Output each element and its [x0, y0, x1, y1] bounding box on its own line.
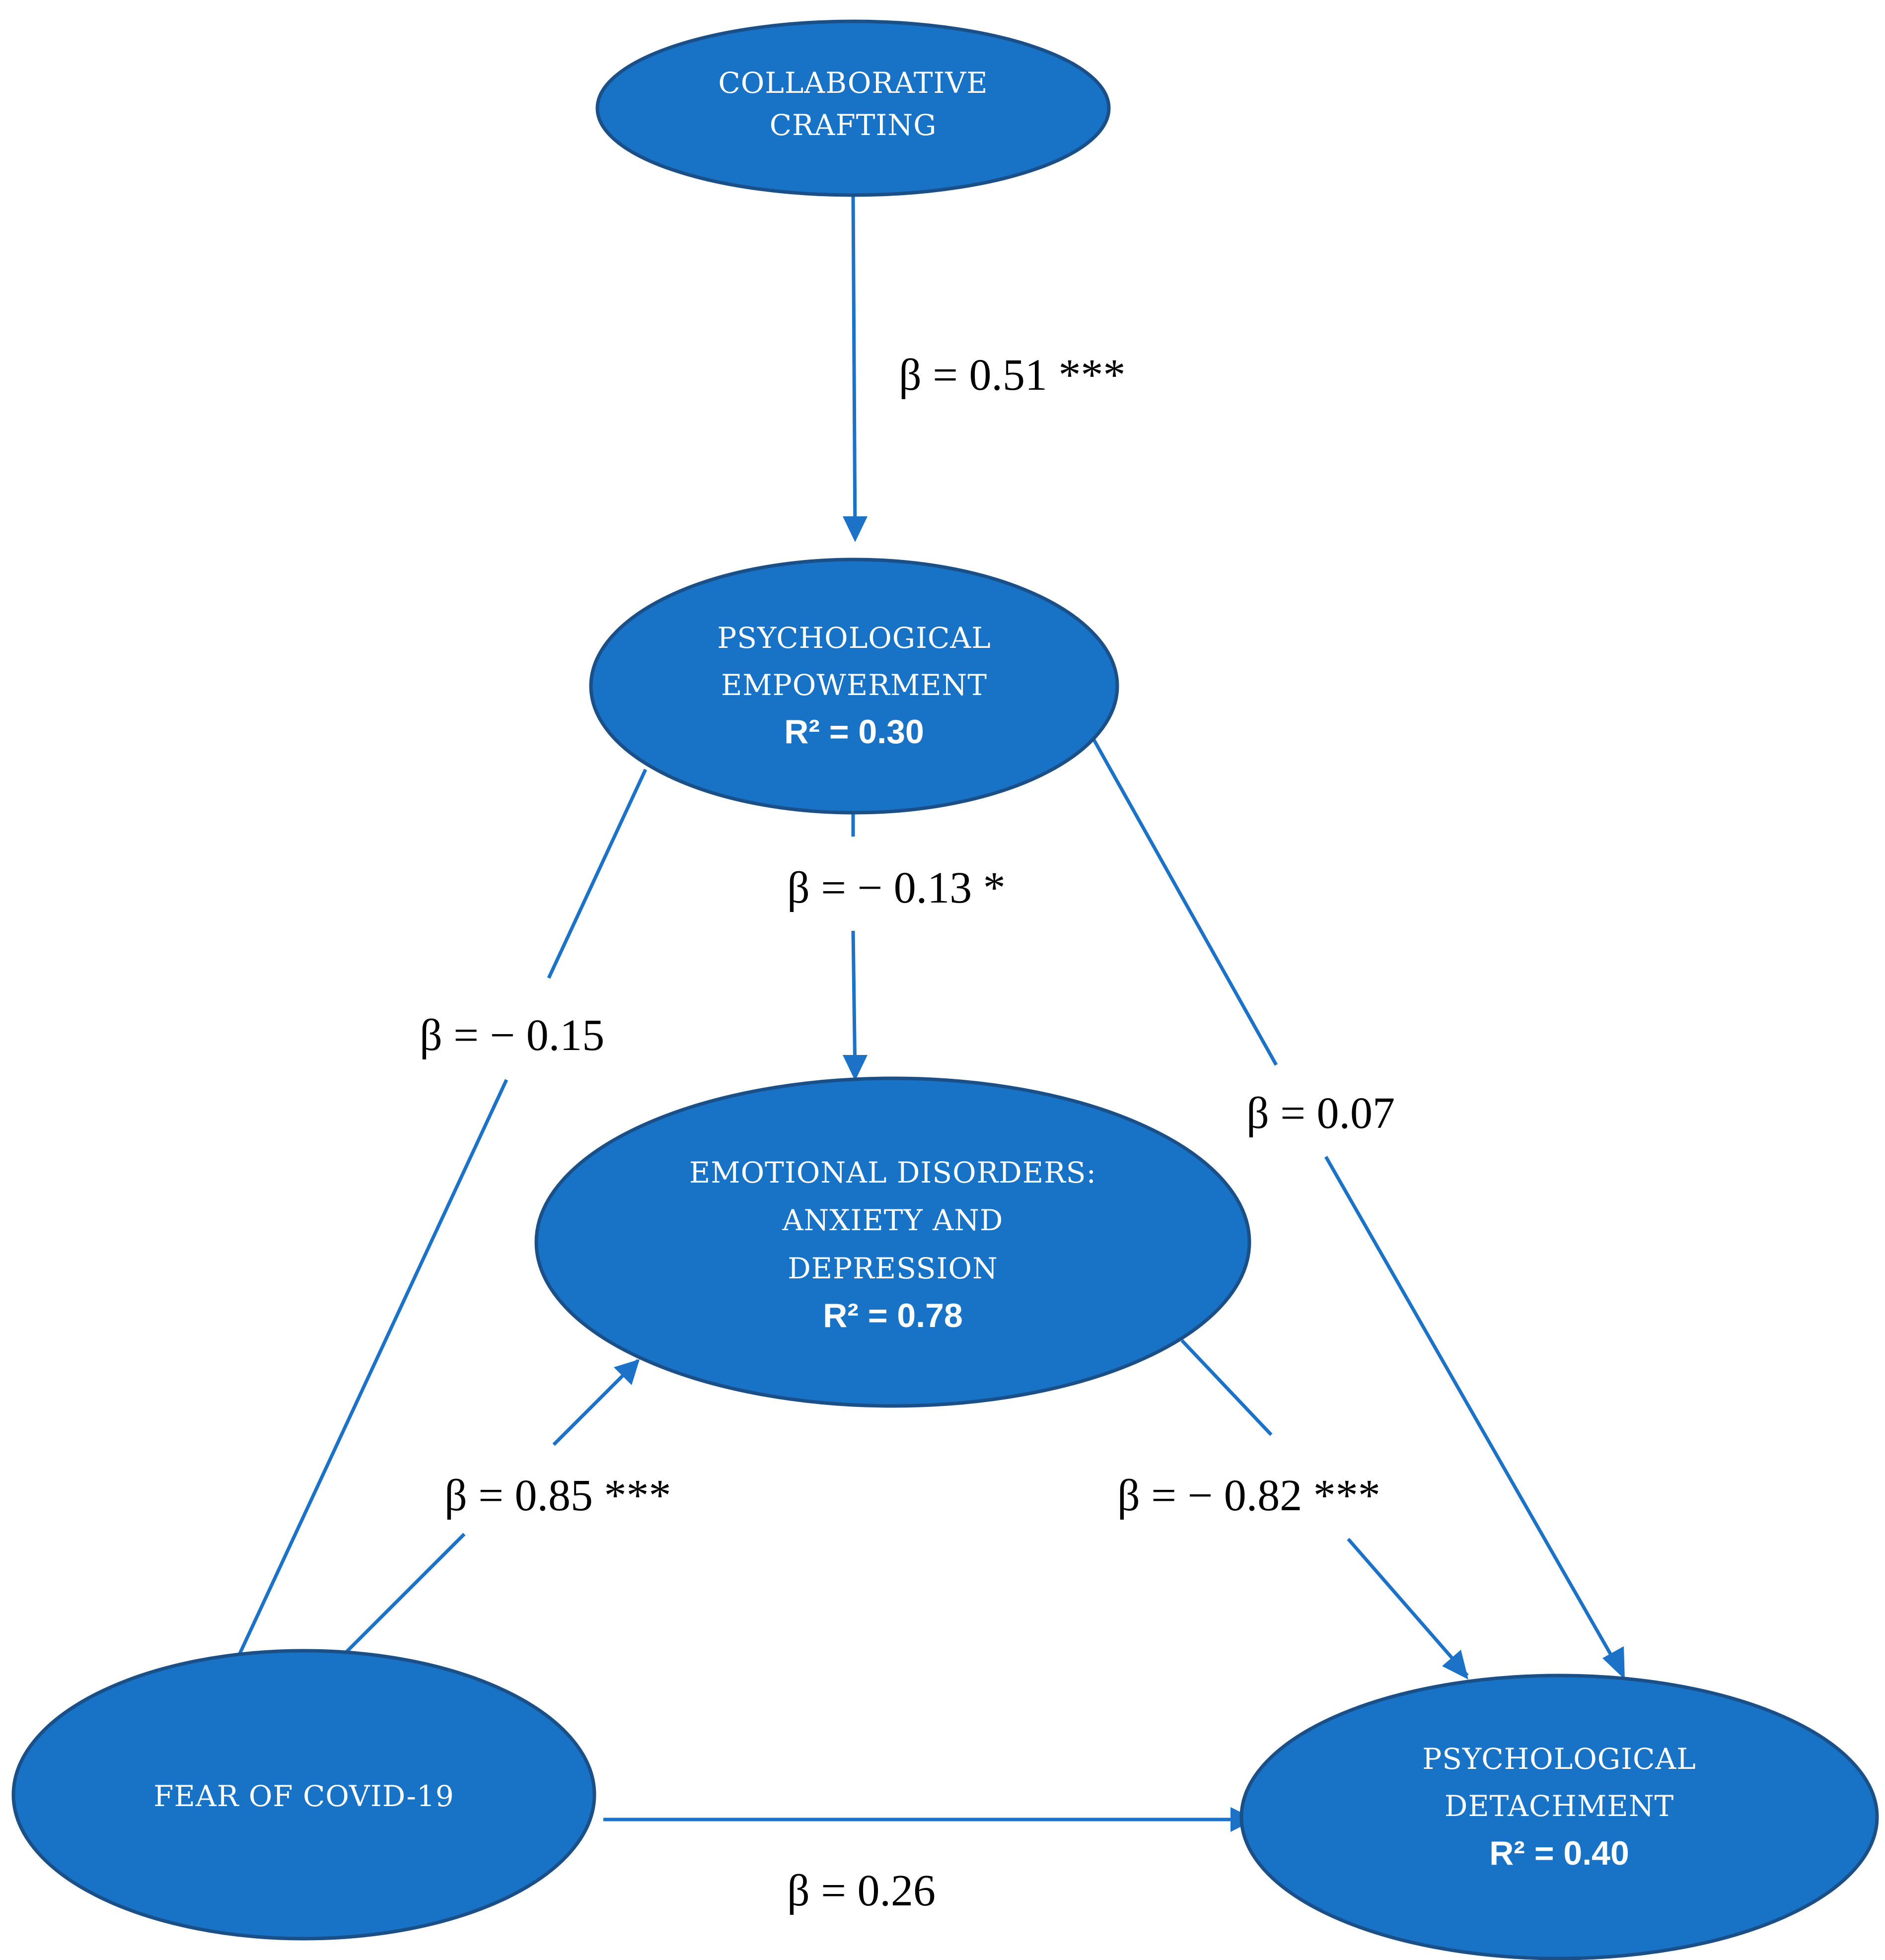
node-fear-of-covid-line-1: FEAR OF COVID-19: [153, 1779, 454, 1813]
arrowhead-emotional-top: [843, 1055, 868, 1081]
line-empowerment-to-detachment-upper: [1090, 736, 1278, 1066]
node-psychological-empowerment-shape: [589, 558, 1119, 815]
node-emotional-disorders-line-2: ANXIETY AND: [782, 1203, 1004, 1237]
line-empowerment-to-fear-upper: [547, 769, 648, 979]
arrowhead-emotional-left: [614, 1359, 640, 1385]
arrowhead-detachment-from-empowerment: [1602, 1646, 1625, 1680]
node-collaborative-crafting-line-2: CRAFTING: [770, 108, 937, 142]
line-empowerment-to-detachment-lower: [1324, 1156, 1625, 1677]
edges: [226, 196, 1625, 1821]
node-psychological-detachment-shape: [1239, 1674, 1879, 1960]
label-fear-to-emotional: β = 0.85 ***: [444, 1471, 671, 1520]
node-psychological-detachment-line-2: DETACHMENT: [1445, 1789, 1674, 1823]
arrow-crafting-to-empowerment: [851, 196, 858, 539]
node-psychological-empowerment-line-2: EMPOWERMENT: [721, 668, 987, 702]
arrowheads: [614, 516, 1625, 1832]
label-empowerment-fear: β = − 0.15: [420, 1011, 604, 1060]
arrow-empowerment-to-emotional-lower: [851, 930, 857, 1078]
line-empowerment-to-fear-lower: [226, 1079, 508, 1679]
label-emotional-to-detachment: β = − 0.82 ***: [1117, 1471, 1380, 1520]
line-emotional-to-detachment-upper: [1180, 1339, 1273, 1436]
line-emotional-to-detachment-lower: [1347, 1538, 1469, 1677]
node-psychological-empowerment-r2: R² = 0.30: [784, 713, 924, 751]
label-empowerment-to-detachment: β = 0.07: [1246, 1089, 1395, 1138]
node-psychological-empowerment-line-1: PSYCHOLOGICAL: [717, 621, 991, 655]
arrowhead-detachment-from-emotional: [1442, 1650, 1468, 1680]
node-emotional-disorders-r2: R² = 0.78: [823, 1297, 963, 1334]
node-psychological-empowerment: PSYCHOLOGICAL EMPOWERMENT R² = 0.30: [589, 558, 1119, 815]
node-emotional-disorders-line-3: DEPRESSION: [788, 1252, 998, 1285]
path-labels: β = 0.51 *** β = − 0.13 * β = − 0.15 β =…: [420, 350, 1395, 1915]
node-fear-of-covid-shape: [11, 1649, 596, 1941]
arrowhead-empowerment: [843, 516, 868, 542]
label-crafting-to-empowerment: β = 0.51 ***: [899, 350, 1126, 400]
node-emotional-disorders: EMOTIONAL DISORDERS: ANXIETY AND DEPRESS…: [534, 1076, 1251, 1408]
node-emotional-disorders-shape: [534, 1076, 1251, 1408]
node-collaborative-crafting: COLLABORATIVE CRAFTING: [595, 19, 1111, 197]
node-psychological-detachment: PSYCHOLOGICAL DETACHMENT R² = 0.40: [1239, 1674, 1879, 1960]
node-psychological-detachment-line-1: PSYCHOLOGICAL: [1422, 1742, 1696, 1776]
node-fear-of-covid: FEAR OF COVID-19: [11, 1649, 596, 1941]
label-empowerment-to-emotional: β = − 0.13 *: [787, 863, 1006, 912]
node-collaborative-crafting-shape: [595, 19, 1111, 197]
node-psychological-detachment-r2: R² = 0.40: [1489, 1834, 1629, 1872]
node-emotional-disorders-line-1: EMOTIONAL DISORDERS:: [689, 1156, 1096, 1190]
node-collaborative-crafting-line-1: COLLABORATIVE: [718, 66, 988, 100]
label-fear-to-detachment: β = 0.26: [787, 1866, 936, 1915]
